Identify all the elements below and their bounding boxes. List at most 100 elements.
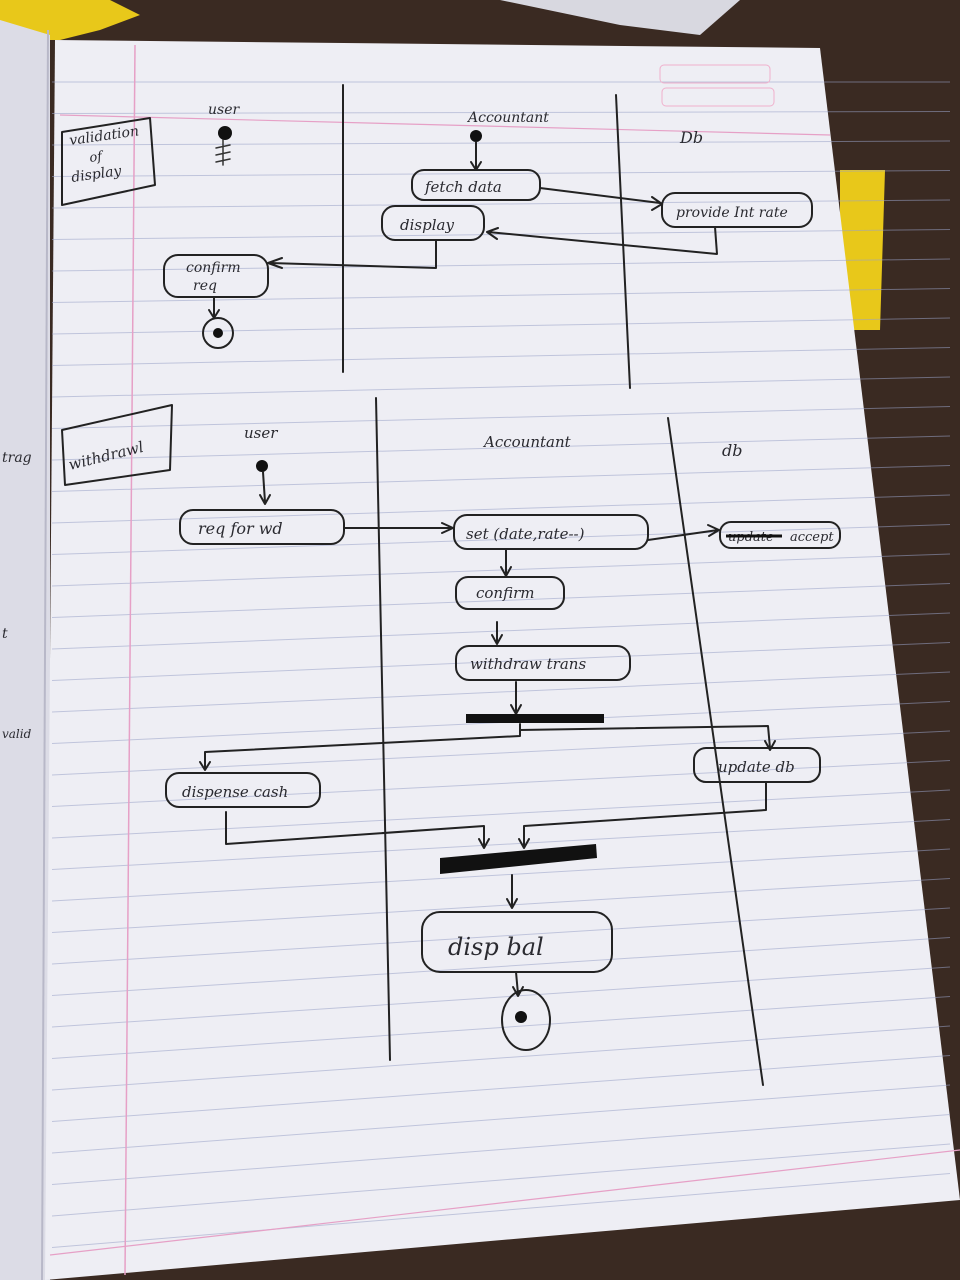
ruled-line [51,553,951,587]
ruled-line [51,819,951,870]
ruled-line [51,730,951,776]
left-page [0,20,50,1280]
ruled-line [51,111,951,114]
diagram1-action-display-label: display [400,216,454,234]
diagram1-user-start-scribble [215,139,231,166]
ruled-line [51,376,951,398]
paper-sheet [45,40,960,1280]
ruled-line [51,494,951,524]
diagram1-lane-user: user [208,102,240,118]
ruled-line [51,760,951,807]
ruled-lines [51,81,951,1248]
ruled-line [51,937,951,996]
diagram2-fork-bar [466,714,604,723]
diagram1-lane-accountant: Accountant [466,110,549,126]
diagram2-action-withdraw-trans-label: withdraw trans [470,655,586,673]
ruled-line [51,1173,951,1248]
margin-fragment-3: valid [2,727,32,741]
diagram2-arrow-dispense-to-join [225,811,490,849]
diagram1-action-provide-int-rate-label: provide Int rate [676,205,788,221]
diagram1-title-line2: of [88,149,105,166]
ruled-line [51,789,951,839]
diagram1-user-start-node [218,126,232,140]
diagram2-action-set-date-rate [453,514,649,550]
diagram2-action-dispense-cash [165,772,321,808]
diagram-validation-display: validation of display user Accountant Db… [61,84,813,389]
ruled-line [51,524,951,555]
ruled-line [51,966,951,1028]
diagram2-action-disp-bal-label: disp bal [448,933,544,961]
ruled-line [51,1025,951,1091]
diagram1-title-line3: display [70,163,123,186]
margin-line [124,44,136,1276]
diagram2-action-update-db-label: update db [718,758,795,776]
diagram1-end-node [202,317,234,349]
ruled-line [51,996,951,1059]
diagram2-action-req-for-wd-label: req for wd [198,519,283,538]
diagram2-action-set-date-rate-label: set (date,rate--) [466,525,585,543]
ruled-line [51,878,951,933]
ruled-line [51,170,951,177]
diagram2-lane-user: user [244,424,278,442]
page-no-box [659,64,771,84]
diagram2-swimlane-divider-1 [375,397,391,1061]
ruled-line [51,288,951,303]
yellow-folder-top [0,0,140,40]
diagram2-title-box [61,404,173,486]
ruled-line [51,435,951,461]
diagram1-accountant-start-node [470,130,482,142]
ruled-line [51,907,951,965]
diagram1-arrow-display-to-confirm [267,239,437,269]
diagram2-action-accept [719,521,841,549]
ruled-line [51,347,951,366]
diagram2-action-confirm-label: confirm [476,584,535,602]
diagram2-arrow-set-to-accept [647,524,720,541]
margin-fragment-1: trag [2,450,32,466]
diagram2-action-withdraw-trans [455,645,631,681]
diagram2-lane-accountant: Accountant [482,433,572,451]
date-box [661,87,775,107]
diagram1-arrow-provide-to-display [486,226,718,255]
ruled-line [51,229,951,240]
diagram1-swimlane-divider-2 [615,94,631,389]
ruled-line [51,848,951,902]
diagram2-arrow-join-to-disp [506,874,518,909]
ruled-line [51,642,951,681]
diagram1-action-display [381,205,485,241]
ruled-line [51,140,951,146]
diagram1-action-provide-int-rate [661,192,813,228]
diagram2-join-bar [440,844,597,874]
diagram1-title-box [61,117,156,206]
ruled-line [51,258,951,272]
ruled-line [51,199,951,209]
diagram2-arrow-confirm-to-withdraw [491,621,503,645]
ruled-line [51,671,951,713]
back-sheet [500,0,740,35]
ruled-line [51,1114,951,1185]
diagram2-arrow-update-to-join [518,781,767,849]
diagram2-arrow-start-to-req [259,471,271,505]
diagram2-action-update-db [693,747,821,783]
diagram1-lane-db: Db [679,128,703,147]
diagram1-action-confirm-req [163,254,269,298]
ruled-line [51,1084,951,1154]
diagram2-swimlane-divider-2 [667,417,764,1086]
ruled-line [51,1055,951,1122]
diagram1-action-confirm-req-label-1: confirm [186,260,241,276]
diagram1-action-confirm-req-label-2: req [193,278,217,294]
diagram2-start-node [256,460,268,472]
diagram2-action-dispense-cash-label: dispense cash [182,783,288,801]
diagram2-action-accept-label: accept [790,530,834,545]
diagram2-arrow-fork-to-update [519,725,776,751]
diagram1-action-fetch-data [411,169,541,201]
ruled-line [51,406,951,429]
ruled-line [51,583,951,618]
diagram2-end-node [501,989,551,1051]
ruled-line [51,612,951,650]
diagram1-action-fetch-data-label: fetch data [424,178,502,196]
margin-fragment-2: t [2,626,8,642]
ruled-line [51,465,951,492]
diagram2-action-confirm [455,576,565,610]
diagram2-lane-db: db [722,441,742,460]
